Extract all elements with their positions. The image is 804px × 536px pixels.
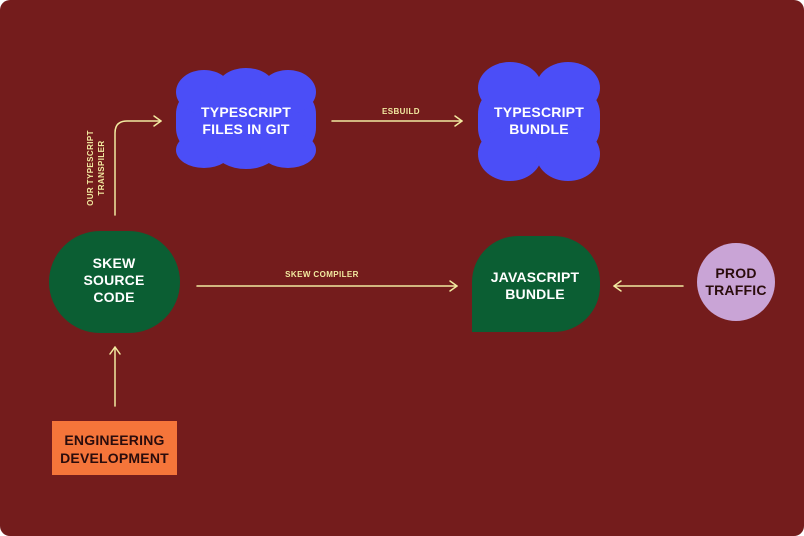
skew-source-line-3: CODE bbox=[93, 289, 134, 305]
skew-source-node: SKEW SOURCE CODE bbox=[49, 231, 180, 333]
typescript-bundle-line-2: BUNDLE bbox=[509, 121, 569, 137]
skew-source-line-1: SKEW bbox=[93, 255, 136, 271]
javascript-bundle-node: JAVASCRIPT BUNDLE bbox=[472, 236, 600, 332]
skew-source-line-2: SOURCE bbox=[83, 272, 144, 288]
engineering-development-node: ENGINEERING DEVELOPMENT bbox=[52, 421, 177, 475]
prod-traffic-line-1: PROD bbox=[715, 265, 756, 281]
prod-traffic-node: PROD TRAFFIC bbox=[697, 243, 775, 321]
esbuild-label: ESBUILD bbox=[382, 107, 420, 116]
typescript-files-line-2: FILES IN GIT bbox=[202, 121, 289, 137]
engineering-development-line-1: ENGINEERING bbox=[64, 432, 164, 448]
typescript-files-node: TYPESCRIPT FILES IN GIT bbox=[176, 68, 316, 169]
prod-traffic-line-2: TRAFFIC bbox=[705, 282, 766, 298]
javascript-bundle-line-2: BUNDLE bbox=[505, 286, 565, 302]
transpiler-label-line-2: TRANSPILER bbox=[97, 140, 106, 195]
typescript-bundle-node: TYPESCRIPT BUNDLE bbox=[478, 62, 600, 181]
skew-compiler-label: SKEW COMPILER bbox=[285, 270, 359, 279]
typescript-bundle-line-1: TYPESCRIPT bbox=[494, 104, 584, 120]
transpiler-arrow bbox=[114, 115, 162, 216]
transpiler-label: OUR TYPESCRIPT TRANSPILER bbox=[86, 130, 106, 206]
transpiler-label-line-1: OUR TYPESCRIPT bbox=[86, 130, 95, 206]
typescript-files-line-1: TYPESCRIPT bbox=[201, 104, 291, 120]
engineering-development-line-2: DEVELOPMENT bbox=[60, 450, 169, 466]
javascript-bundle-line-1: JAVASCRIPT bbox=[491, 269, 580, 285]
